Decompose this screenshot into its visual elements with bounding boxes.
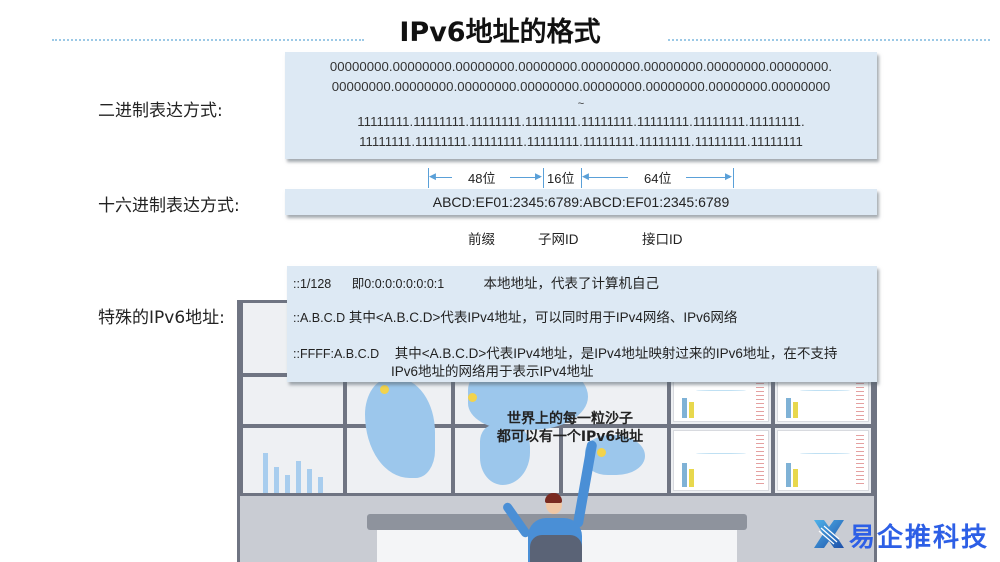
slogan-line-1: 世界上的每一粒沙子 xyxy=(507,411,633,427)
arrow-right-icon: ▶ xyxy=(725,172,732,182)
title-bar: IPv6地址的格式 xyxy=(0,8,1000,48)
location-dot xyxy=(468,393,477,402)
ruler-tick xyxy=(733,168,734,188)
location-dot xyxy=(597,448,606,457)
logo-icon xyxy=(814,520,844,548)
special-desc: 本地地址，代表了计算机自己 xyxy=(483,276,660,291)
slogan-line-2: 都可以有一个IPv6地址 xyxy=(496,429,644,445)
ruler-arrow-line xyxy=(510,177,540,178)
person-hair xyxy=(545,493,562,503)
special-item: ::FFFF:A.B.C.D 其中<A.B.C.D>代表IPv4地址，是IPv4… xyxy=(293,342,837,362)
special-desc: 其中<A.B.C.D>代表IPv4地址，可以同时用于IPv4网络、IPv6网络 xyxy=(348,310,738,325)
logo-text: 易企推科技 xyxy=(849,523,990,553)
binary-row: 00000000.00000000.00000000.00000000.0000… xyxy=(329,59,833,74)
screen-panel xyxy=(671,428,771,493)
screen-panel xyxy=(243,377,343,424)
mini-bar xyxy=(682,398,687,418)
screen-panel xyxy=(775,428,871,493)
chart-bar xyxy=(263,453,268,493)
special-item: ::A.B.C.D 其中<A.B.C.D>代表IPv4地址，可以同时用于IPv4… xyxy=(293,306,737,326)
dashboard-thumbnail xyxy=(777,379,869,422)
subnet-bits: 16位 xyxy=(547,171,575,186)
mini-curve xyxy=(800,390,850,391)
special-code: ::FFFF:A.B.C.D xyxy=(293,347,380,361)
prefix-bits: 48位 xyxy=(468,171,496,186)
title-divider-left xyxy=(52,39,364,41)
chart-bar xyxy=(274,467,279,493)
interface-bits: 64位 xyxy=(644,171,672,186)
special-code: ::A.B.C.D xyxy=(293,311,346,325)
dashboard-thumbnail xyxy=(673,379,769,422)
special-address-panel: ::1/128 即0:0:0:0:0:0:0:1 本地地址，代表了计算机自己 :… xyxy=(287,266,877,382)
screen-panel xyxy=(671,377,771,424)
chart-bar xyxy=(296,461,301,493)
mini-curve xyxy=(800,453,850,454)
mini-list xyxy=(856,383,864,420)
segment-prefix: 前缀 xyxy=(468,232,495,247)
ruler-arrow-line xyxy=(586,177,628,178)
binary-row: 11111111.11111111.11111111.11111111.1111… xyxy=(357,114,805,129)
mini-bar xyxy=(786,398,791,418)
arrow-left-icon: ◀ xyxy=(582,173,589,182)
hex-panel: ABCD:EF01:2345:6789:ABCD:EF01:2345:6789 xyxy=(285,189,877,215)
chart-bar xyxy=(318,477,323,493)
screen-panel xyxy=(775,377,871,424)
page-title: IPv6地址的格式 xyxy=(399,17,601,48)
ruler-tick xyxy=(581,168,582,188)
segment-interface: 接口ID xyxy=(642,232,683,247)
binary-range-tilde: ~ xyxy=(577,98,585,110)
mini-curve xyxy=(696,390,746,391)
title-divider-right xyxy=(668,39,990,41)
hex-address: ABCD:EF01:2345:6789:ABCD:EF01:2345:6789 xyxy=(432,194,730,210)
arrow-right-icon: ▶ xyxy=(535,172,542,182)
mini-bar xyxy=(786,463,791,487)
binary-row: 11111111.11111111.11111111.11111111.1111… xyxy=(359,133,803,149)
ruler-arrow-line xyxy=(432,177,452,178)
chart-bar xyxy=(285,475,290,493)
ruler-arrow-line xyxy=(686,177,730,178)
special-desc-continued: IPv6地址的网络用于表示IPv4地址 xyxy=(391,364,594,379)
location-dot xyxy=(380,385,389,394)
screen-panel xyxy=(243,428,343,493)
binary-row: 00000000.00000000.00000000.00000000.0000… xyxy=(331,78,831,94)
special-item: ::1/128 即0:0:0:0:0:0:0:1 本地地址，代表了计算机自己 xyxy=(293,272,659,292)
mini-bar xyxy=(682,463,687,487)
mini-list xyxy=(856,435,864,487)
segment-subnet: 子网ID xyxy=(538,232,579,247)
mini-bar xyxy=(793,402,798,418)
mini-list xyxy=(756,383,764,420)
special-equiv: 即0:0:0:0:0:0:0:1 xyxy=(351,277,445,291)
chart-bar xyxy=(307,469,312,493)
bit-ruler: ◀ 48位 ▶ 16位 ◀ 64位 ▶ xyxy=(420,168,740,188)
mini-curve xyxy=(696,453,746,454)
dashboard-thumbnail xyxy=(777,430,869,491)
company-logo: 易企推科技 xyxy=(812,515,1000,555)
mini-list xyxy=(756,435,764,487)
hex-label: 十六进制表达方式: xyxy=(98,196,240,216)
special-label: 特殊的IPv6地址: xyxy=(98,308,225,328)
mini-bar xyxy=(689,469,694,487)
binary-panel: 00000000.00000000.00000000.00000000.0000… xyxy=(285,52,877,159)
ruler-tick xyxy=(428,168,429,188)
mini-bar xyxy=(793,469,798,487)
slogan: 世界上的每一粒沙子 都可以有一个IPv6地址 xyxy=(495,410,645,446)
map-continent xyxy=(480,425,530,485)
ruler-tick xyxy=(543,168,544,188)
mini-bar xyxy=(689,402,694,418)
special-code: ::1/128 xyxy=(293,277,332,291)
special-desc: 其中<A.B.C.D>代表IPv4地址，是IPv4地址映射过来的IPv6地址，在… xyxy=(394,346,838,361)
binary-label: 二进制表达方式: xyxy=(98,101,223,121)
dashboard-thumbnail xyxy=(673,430,769,491)
chair xyxy=(530,535,582,562)
